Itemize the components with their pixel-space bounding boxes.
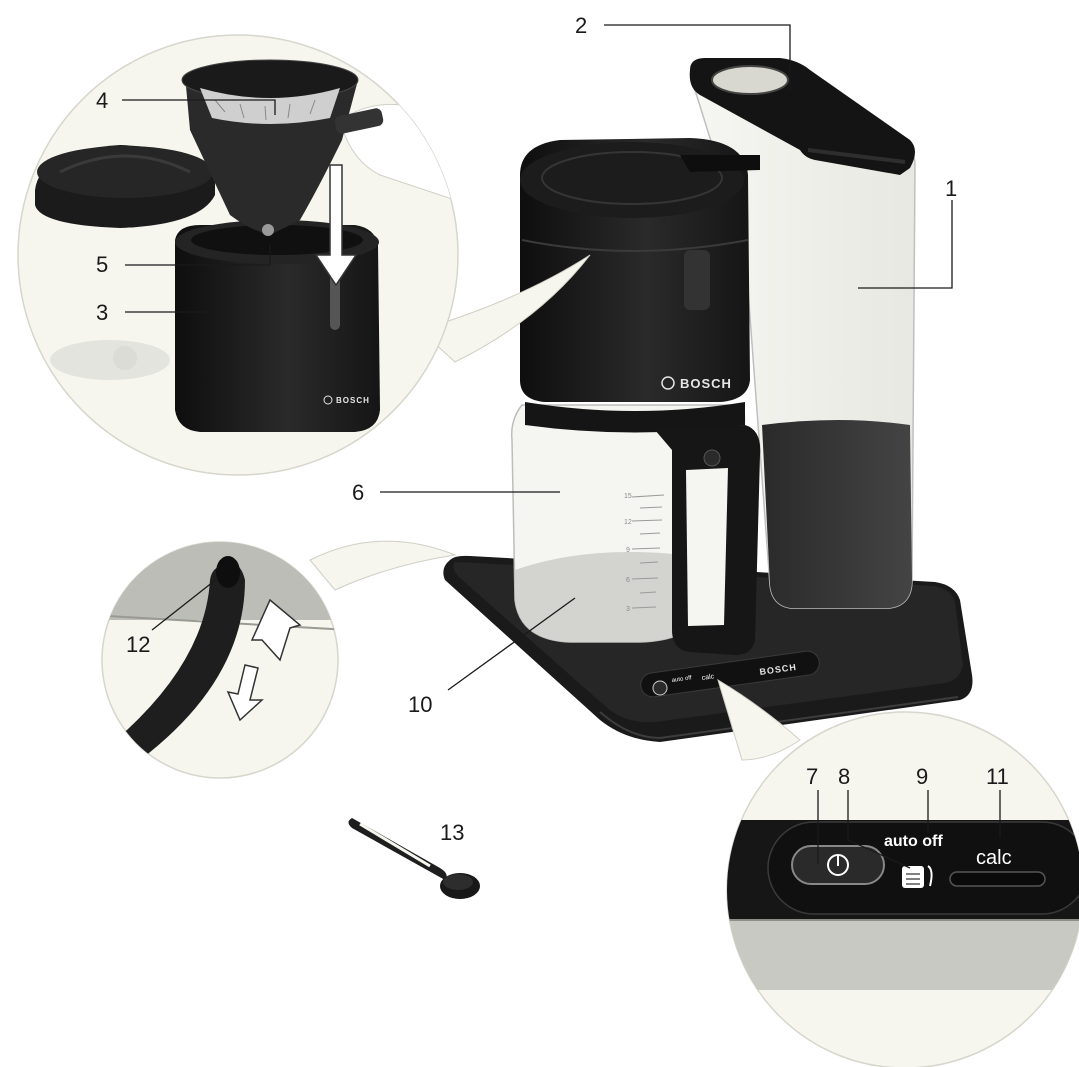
leader-4 <box>122 99 276 115</box>
scale-mark-12: 12 <box>624 519 632 526</box>
push-down-arrow-icon <box>226 664 264 722</box>
auto-off-label: auto off <box>884 833 943 850</box>
callout-8: 8 <box>838 764 850 789</box>
carafe-handle-inner <box>686 468 728 626</box>
callout-9: 9 <box>916 764 928 789</box>
base-power-button[interactable] <box>652 680 668 696</box>
filter-housing-top <box>520 142 744 218</box>
base-calc-text: calc <box>701 673 715 682</box>
brand-logo-icon <box>661 376 675 390</box>
drip-zoom-pointer <box>309 540 457 591</box>
scale-mark-6: 6 <box>626 577 630 584</box>
base-auto-off-text: auto off <box>671 675 692 684</box>
callout-4: 4 <box>96 88 108 113</box>
leader-5 <box>125 245 271 266</box>
scale-mark-3: 3 <box>626 606 630 613</box>
water-tank-handle-strip <box>807 148 906 164</box>
filter-cup-body <box>175 225 380 432</box>
housing-brand-text: BOSCH <box>680 376 732 391</box>
keep-warm-icon <box>902 865 933 888</box>
drip-stop-zoom-inset <box>101 540 457 779</box>
filter-valve <box>262 224 274 236</box>
base-control-strip <box>640 650 820 698</box>
lift-up-arrow-icon <box>250 598 302 662</box>
carafe-lid <box>525 402 745 433</box>
control-panel-zoom-inset: auto off calc <box>717 678 1079 1067</box>
insert-arrow-icon <box>314 164 358 287</box>
callout-7: 7 <box>806 764 818 789</box>
callout-2: 2 <box>575 13 587 38</box>
callout-6: 6 <box>352 480 364 505</box>
callout-1: 1 <box>945 176 957 201</box>
leader-10 <box>447 597 576 691</box>
callout-5: 5 <box>96 252 108 277</box>
callout-11: 11 <box>986 764 1009 789</box>
filter-housing-side-clip <box>684 250 710 310</box>
filter-housing-lid-ring <box>541 151 723 205</box>
drip-stop-tube <box>110 564 245 760</box>
filter-cup-brand-text: BOSCH <box>336 396 370 405</box>
callout-12: 12 <box>126 632 150 657</box>
callout-numbers: 1 2 3 4 5 6 7 8 9 10 11 12 13 <box>96 13 1009 845</box>
filter-zoom-inset: BOSCH <box>17 34 591 476</box>
water-tank-opening <box>711 65 789 95</box>
measuring-spoon <box>348 818 480 899</box>
scale-mark-15: 15 <box>624 493 632 500</box>
leader-1 <box>858 200 953 289</box>
calc-indicator <box>949 871 1046 887</box>
callout-3: 3 <box>96 300 108 325</box>
leader-8 <box>847 790 911 869</box>
callout-13: 13 <box>440 820 464 845</box>
filter-housing-spout <box>680 155 760 172</box>
water-tank-water <box>762 420 912 608</box>
panel-zoom-pointer <box>717 678 801 761</box>
coffee-machine: BOSCH auto off calc BOSCH <box>443 58 973 742</box>
callout-10: 10 <box>408 692 432 717</box>
base-front-highlight <box>599 696 959 740</box>
carafe-coffee <box>515 552 720 642</box>
carafe-lid-button <box>703 449 721 467</box>
leader-12 <box>151 577 219 631</box>
filter-cup-logo-icon <box>323 395 333 405</box>
callout-lines <box>122 24 1001 869</box>
filter-housing-joint <box>521 239 749 252</box>
scale-mark-9: 9 <box>626 547 630 554</box>
filter-zoom-pointer <box>419 254 591 363</box>
leader-2 <box>604 24 791 90</box>
calc-label: calc <box>976 847 1012 869</box>
carafe-scale <box>631 494 665 609</box>
